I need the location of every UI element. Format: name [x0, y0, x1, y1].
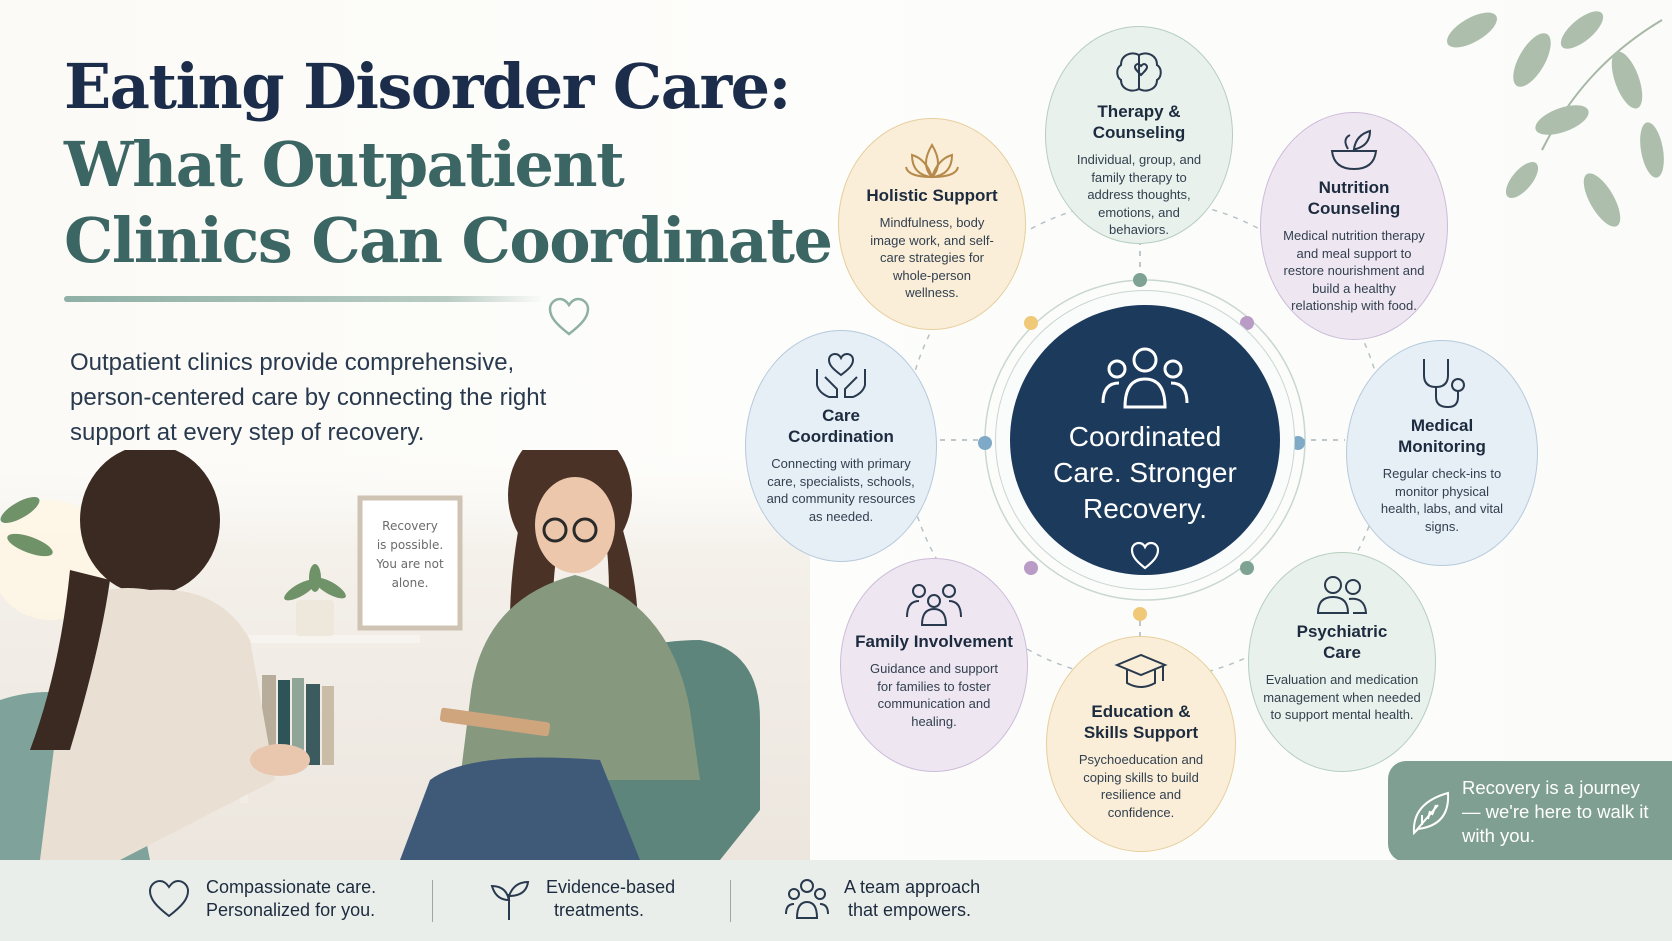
- leaf-icon: [1412, 791, 1450, 836]
- frame-text-2: is possible.: [377, 538, 443, 552]
- feature-line-2: that empowers.: [848, 900, 972, 920]
- quote-text: Recovery is a journey— we're here to wal…: [1462, 776, 1649, 846]
- footer-divider: [432, 880, 433, 922]
- people-icon: [1316, 576, 1368, 614]
- hands-heart-icon: [816, 352, 866, 398]
- service-holistic-support: Holistic Support Mindfulness, body image…: [838, 118, 1026, 330]
- service-title: Family Involvement: [855, 632, 1013, 651]
- frame-text-4: alone.: [392, 576, 429, 590]
- frame-text-1: Recovery: [382, 519, 438, 533]
- feature-team-approach: A team approach that empowers.: [784, 876, 980, 922]
- counseling-photo: Recovery is possible. You are not alone.: [0, 450, 810, 860]
- feature-line-2: treatments.: [554, 900, 645, 920]
- lotus-icon: [905, 143, 959, 179]
- heart-icon: [1130, 541, 1160, 570]
- family-icon: [906, 584, 962, 626]
- feature-line-1: A team approach: [844, 877, 981, 897]
- feature-line-2: Personalized for you.: [206, 900, 376, 920]
- counseling-scene-illustration: Recovery is possible. You are not alone.: [0, 450, 810, 860]
- bowl-leaf-icon: [1330, 129, 1378, 171]
- heart-outline-icon: [148, 879, 190, 918]
- service-therapy-counseling: Therapy & Counseling Individual, group, …: [1045, 26, 1233, 244]
- title-underline: [64, 296, 544, 302]
- leaves-decoration: [1447, 11, 1664, 227]
- service-family-involvement: Family Involvement Guidance and support …: [840, 558, 1028, 772]
- service-desc: Connecting with primary care, specialist…: [766, 456, 916, 524]
- brain-heart-icon: [1116, 52, 1162, 92]
- service-desc: Individual, group, and family therapy to…: [1076, 152, 1202, 237]
- service-title: Holistic Support: [866, 186, 998, 205]
- feature-line-1: Evidence-based: [546, 877, 676, 897]
- intro-paragraph: Outpatient clinics provide comprehensive…: [70, 349, 547, 446]
- service-title: Therapy & Counseling: [1092, 102, 1186, 142]
- center-title: Coordinated Care. Stronger Recovery.: [1053, 421, 1237, 524]
- service-title: Nutrition Counseling: [1307, 178, 1401, 218]
- group-icon: [1101, 347, 1189, 409]
- title-line-2: What Outpatient: [64, 128, 625, 201]
- center-coordinated-care: Coordinated Care. Stronger Recovery.: [1010, 305, 1280, 575]
- service-desc: Regular check-ins to monitor physical he…: [1380, 466, 1504, 534]
- stethoscope-icon: [1423, 359, 1465, 409]
- service-care-coordination: Care Coordination Connecting with primar…: [745, 330, 937, 562]
- sprout-icon: [490, 880, 530, 920]
- service-desc: Evaluation and medication management whe…: [1263, 672, 1421, 722]
- footer-divider: [730, 880, 731, 922]
- service-psychiatric-care: Psychiatric Care Evaluation and medicati…: [1248, 552, 1436, 772]
- graduation-cap-icon: [1114, 653, 1168, 688]
- team-icon: [785, 879, 829, 919]
- service-desc: Medical nutrition therapy and meal suppo…: [1283, 228, 1425, 313]
- service-desc: Psychoeducation and coping skills to bui…: [1078, 752, 1204, 820]
- service-title: Education & Skills Support: [1083, 702, 1199, 742]
- feature-evidence-based: Evidence-based treatments.: [486, 876, 675, 922]
- service-title: Medical Monitoring: [1398, 416, 1486, 456]
- service-desc: Mindfulness, body image work, and self-c…: [870, 215, 994, 300]
- service-title: Care Coordination: [788, 406, 894, 446]
- service-desc: Guidance and support for families to fos…: [870, 661, 998, 729]
- feature-line-1: Compassionate care.: [206, 877, 377, 897]
- heart-icon: [548, 297, 590, 336]
- title-line-1: Eating Disorder Care:: [64, 50, 791, 123]
- title-line-3: Clinics Can Coordinate: [64, 204, 833, 277]
- service-nutrition-counseling: Nutrition Counseling Medical nutrition t…: [1260, 112, 1448, 340]
- service-title: Psychiatric Care: [1296, 622, 1388, 662]
- service-medical-monitoring: Medical Monitoring Regular check-ins to …: [1346, 340, 1538, 566]
- feature-compassionate-care: Compassionate care. Personalized for you…: [146, 876, 376, 922]
- recovery-quote-card: Recovery is a journey— we're here to wal…: [1388, 761, 1672, 862]
- frame-text-3: You are not: [375, 557, 444, 571]
- footer-banner: Compassionate care. Personalized for you…: [0, 860, 1672, 941]
- service-education-skills: Education & Skills Support Psychoeducati…: [1046, 636, 1236, 852]
